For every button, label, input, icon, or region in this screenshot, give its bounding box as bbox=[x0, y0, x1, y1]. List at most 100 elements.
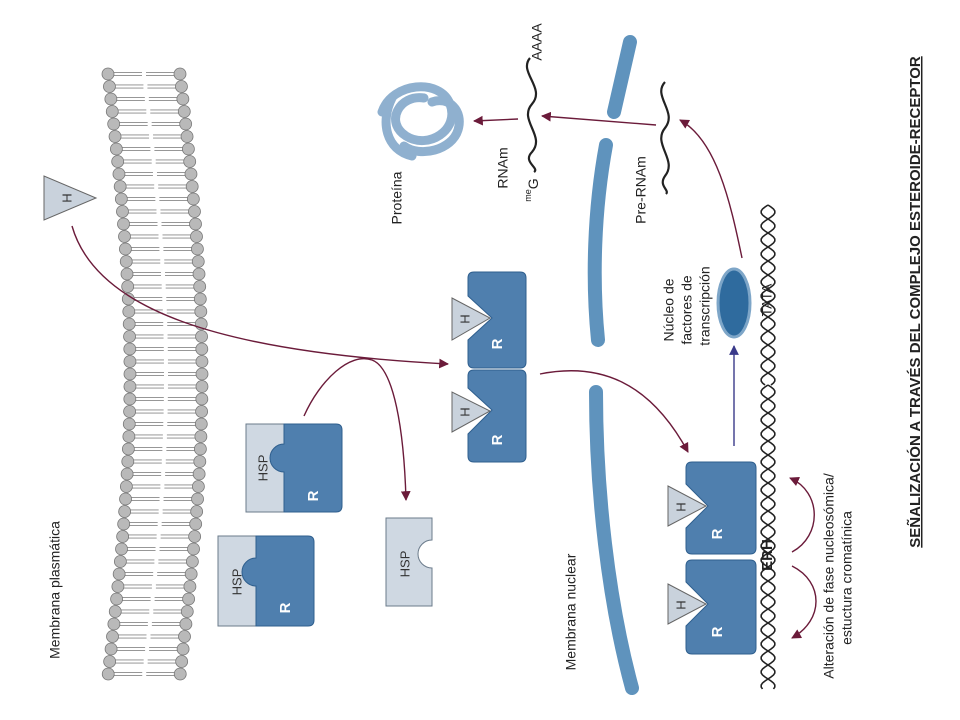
lipid-head bbox=[191, 492, 204, 506]
receptor-block bbox=[467, 271, 527, 369]
meg-label: meG bbox=[523, 178, 540, 201]
lipid-head bbox=[119, 492, 132, 506]
lipid-head bbox=[173, 67, 187, 81]
lipid-head bbox=[193, 442, 207, 456]
hsp-label: HSP bbox=[229, 569, 244, 596]
receptor-block bbox=[467, 369, 527, 463]
plasma-membrane-label: Membrana plasmática bbox=[47, 521, 63, 659]
lipid-head bbox=[176, 92, 190, 106]
lipid-head bbox=[192, 467, 206, 481]
lipid-head bbox=[195, 380, 209, 393]
lipid-head bbox=[110, 592, 124, 606]
receptor-label: R bbox=[709, 626, 726, 637]
arrow-hsp-release bbox=[303, 357, 411, 501]
lipid-head bbox=[182, 592, 196, 606]
arrow-to-pre-rnam bbox=[679, 119, 743, 259]
lipid-head bbox=[116, 205, 129, 218]
lipid-head bbox=[104, 92, 118, 106]
nucleo-label-line2: factores de bbox=[679, 275, 695, 344]
lipid-head bbox=[107, 617, 121, 631]
receptor-label: R bbox=[489, 434, 506, 445]
receptor-block bbox=[685, 559, 757, 655]
lipid-head bbox=[191, 242, 204, 256]
chromatin-label-line1: Alteración de fase nucleosómica/ bbox=[821, 473, 837, 679]
lipid-head bbox=[193, 292, 207, 306]
lipid-head bbox=[189, 517, 203, 531]
lipid-head bbox=[123, 330, 136, 343]
lipid-head bbox=[191, 480, 205, 493]
lipid-head bbox=[108, 130, 122, 143]
lipid-head bbox=[103, 80, 116, 93]
lipid-head bbox=[111, 155, 125, 168]
arrow-dimer-to-erh bbox=[539, 370, 689, 453]
dna-strand-lower-a bbox=[760, 384, 776, 690]
lipid-head bbox=[123, 367, 137, 381]
lipid-head bbox=[114, 192, 128, 206]
hsp-receptor-complex-upper: HSP R bbox=[245, 423, 343, 513]
receptor-label: R bbox=[277, 602, 294, 613]
lipid-head bbox=[193, 280, 207, 293]
pre-rnam-strand bbox=[660, 81, 670, 195]
protein-tangle bbox=[377, 82, 464, 161]
lipid-head bbox=[186, 192, 200, 206]
pre-rnam-label: Pre-RNAm bbox=[633, 156, 649, 224]
lipid-head bbox=[112, 167, 126, 181]
lipid-head bbox=[195, 330, 208, 343]
hormone-label: H bbox=[457, 407, 472, 416]
lipid-head bbox=[183, 580, 197, 593]
arrow-chromatin-lower bbox=[791, 565, 817, 639]
lipid-head bbox=[185, 180, 199, 193]
dna-strand-upper-b bbox=[760, 204, 776, 386]
transcription-factor-core bbox=[716, 267, 752, 339]
lipid-head bbox=[120, 267, 134, 281]
hormone-triangle bbox=[451, 297, 492, 341]
lipid-head bbox=[113, 180, 127, 193]
receptor-label: R bbox=[305, 490, 322, 501]
lipid-head bbox=[122, 430, 136, 443]
lipid-head bbox=[104, 642, 118, 656]
lipid-head bbox=[123, 392, 137, 406]
lipid-head bbox=[111, 580, 125, 593]
hormone-receptor-unit-lower: H R bbox=[451, 369, 527, 463]
arrow-pre-rnam-to-rnam bbox=[541, 111, 657, 126]
lipid-head bbox=[184, 167, 198, 181]
aaaa-label: AAAA bbox=[529, 23, 545, 61]
arrow-chromatin-upper bbox=[789, 477, 815, 553]
lipid-head bbox=[195, 405, 209, 418]
erh-label: ERH bbox=[759, 539, 776, 571]
lipid-head bbox=[112, 567, 126, 581]
lipid-head bbox=[180, 605, 194, 618]
lipid-head bbox=[181, 142, 195, 156]
lipid-head bbox=[108, 605, 122, 618]
hormone-label: H bbox=[457, 314, 472, 323]
meg-superscript: me bbox=[523, 189, 533, 202]
lipid-head bbox=[190, 230, 203, 243]
lipid-head bbox=[187, 542, 200, 556]
hormone-label: H bbox=[59, 193, 74, 202]
nuclear-membrane bbox=[587, 35, 639, 695]
lipid-head bbox=[179, 117, 193, 131]
hsp-label: HSP bbox=[255, 455, 270, 482]
diagram-title: SEÑALIZACIÓN A TRAVÉS DEL COMPLEJO ESTER… bbox=[906, 56, 924, 548]
nucleo-label-line1: Núcleo de bbox=[661, 278, 677, 341]
hormone-label: H bbox=[673, 502, 688, 511]
lipid-head bbox=[194, 430, 208, 443]
lipid-head bbox=[183, 155, 197, 168]
lipid-head bbox=[191, 255, 205, 268]
lipid-head bbox=[101, 667, 115, 681]
hsp-receptor-complex-lower: HSP R bbox=[217, 535, 315, 627]
lipid-head bbox=[123, 355, 137, 368]
dna-strand-upper bbox=[760, 204, 776, 386]
lipid-head bbox=[115, 542, 128, 556]
rnam-strand bbox=[525, 57, 538, 173]
lipid-head bbox=[117, 217, 130, 231]
dna-bound-unit-lower: H R bbox=[667, 559, 757, 655]
lipid-head bbox=[123, 342, 137, 356]
hormone-triangle bbox=[667, 583, 708, 625]
nuclear-membrane-segment-top bbox=[607, 35, 637, 119]
lipid-head bbox=[122, 317, 136, 331]
meg-base: G bbox=[525, 178, 541, 189]
receptor-label: R bbox=[489, 338, 506, 349]
free-hsp: HSP bbox=[385, 517, 433, 607]
